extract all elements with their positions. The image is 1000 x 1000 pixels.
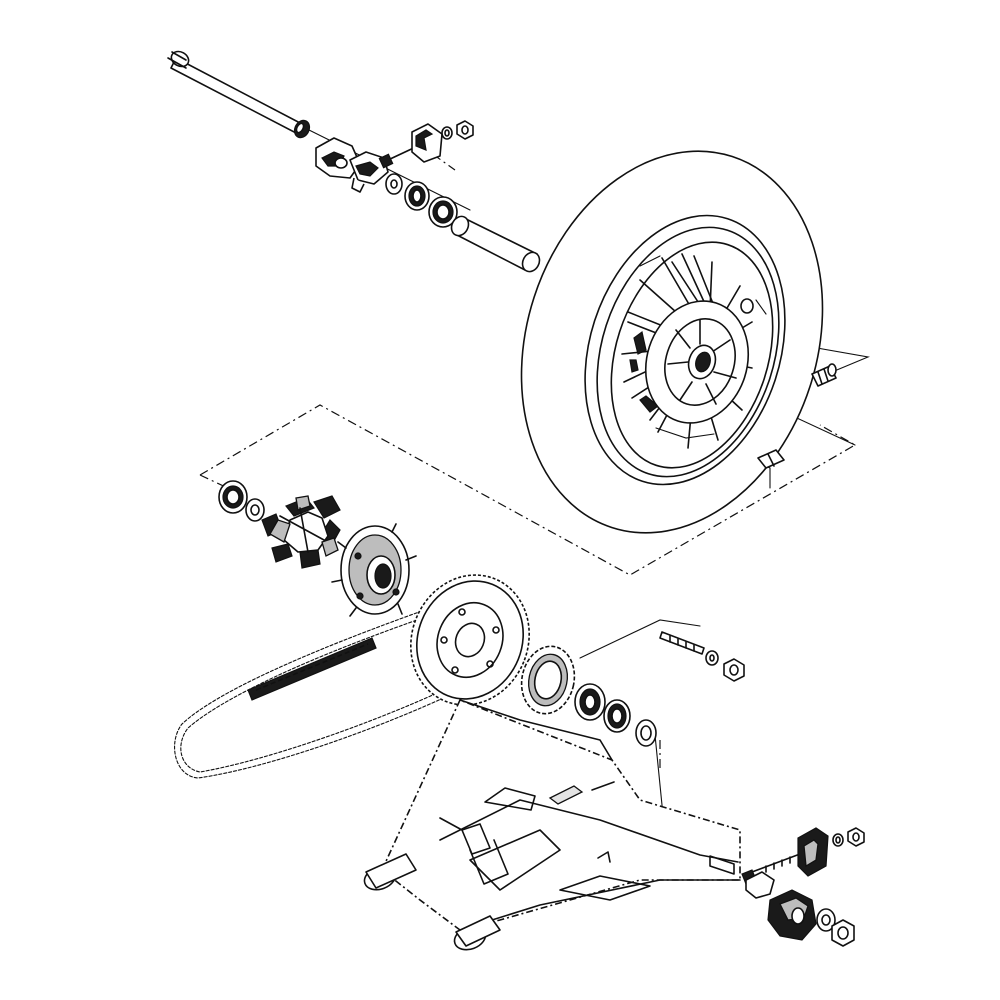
axle-nut xyxy=(831,919,855,947)
carrier-collar xyxy=(635,719,657,747)
spacer xyxy=(385,173,403,195)
wheel-hub xyxy=(644,298,754,424)
chain-adjuster-right xyxy=(745,871,817,941)
washer-axle xyxy=(816,908,836,932)
nut-left xyxy=(456,120,474,140)
sprocket-carrier xyxy=(331,523,417,617)
swingarm xyxy=(363,699,741,951)
nut-right xyxy=(847,827,865,847)
carrier-bearing xyxy=(574,683,606,721)
chain-adjuster-left xyxy=(315,137,389,193)
sprocket-washer xyxy=(705,650,719,666)
hub-bearing xyxy=(218,480,248,514)
drive-chain xyxy=(174,605,453,779)
bearing-left xyxy=(428,196,458,228)
valve-stem xyxy=(811,363,837,387)
sprocket-retainer xyxy=(520,645,576,715)
balance-weight xyxy=(757,449,785,469)
hub-collar xyxy=(245,498,265,522)
washer-left xyxy=(441,126,453,140)
rear-sprocket xyxy=(410,574,530,706)
rear-axle xyxy=(167,50,311,139)
oil-seal-left xyxy=(404,181,430,211)
sprocket-nut xyxy=(723,658,745,682)
cush-drive-damper xyxy=(261,495,341,569)
sprocket-stud xyxy=(659,631,705,655)
adjuster-plate-left xyxy=(411,123,443,163)
adjuster-plate-right xyxy=(797,827,829,877)
washer-right xyxy=(832,833,844,847)
carrier-oil-seal xyxy=(603,699,631,733)
center-distance-collar xyxy=(450,215,541,273)
